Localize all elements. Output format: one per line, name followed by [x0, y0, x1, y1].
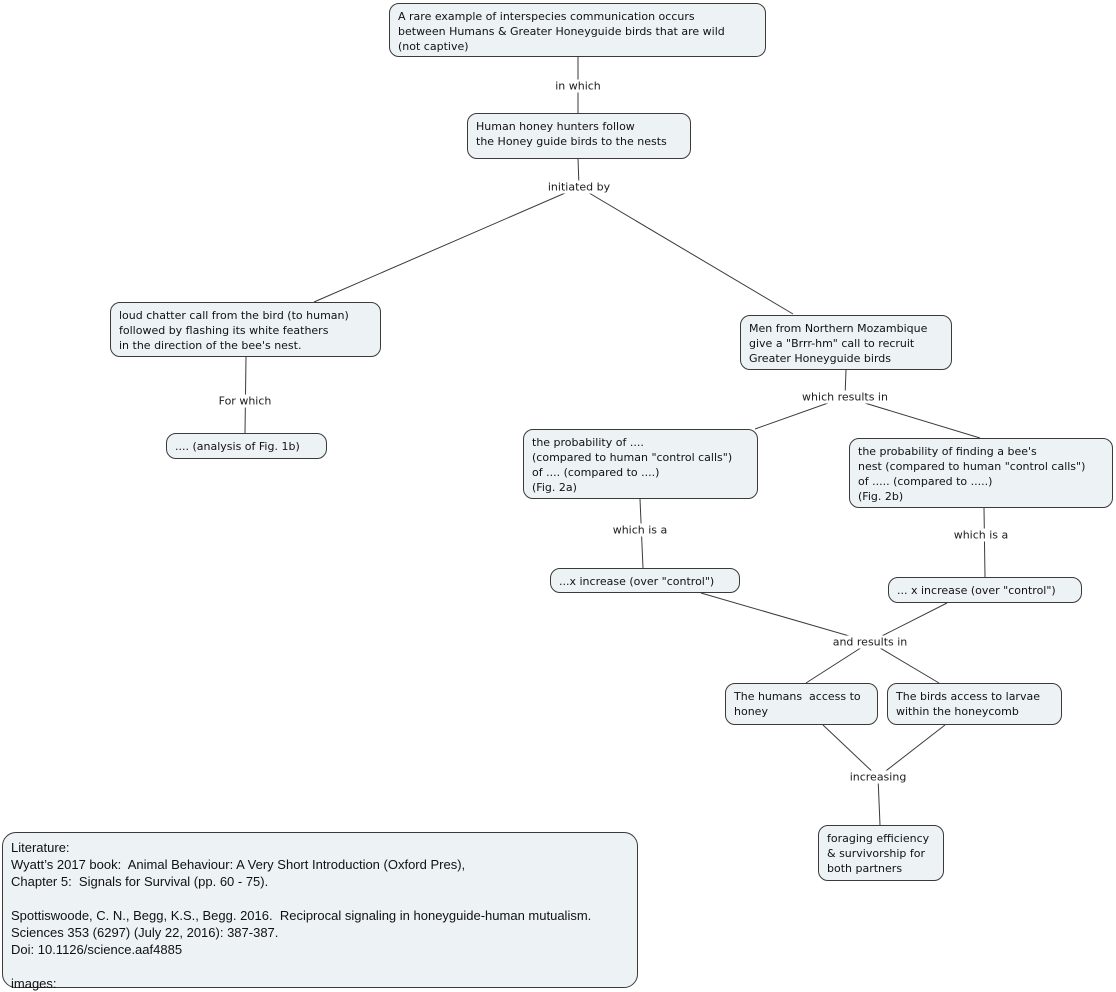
- connector-birds-increasing: [877, 724, 946, 778]
- connector-initiated-men: [578, 186, 794, 315]
- connector-increasing-foraging: [877, 776, 881, 826]
- link-label-increasing[interactable]: increasing: [846, 770, 910, 784]
- link-label-which-results-in[interactable]: which results in: [799, 390, 891, 404]
- node-analysis-fig-1b[interactable]: .... (analysis of Fig. 1b): [166, 433, 327, 459]
- link-label-initiated-by[interactable]: initiated by: [544, 180, 614, 194]
- node-foraging-efficiency[interactable]: foraging efficiency & survivorship for b…: [818, 825, 944, 881]
- literature-references-box[interactable]: Literature: Wyatt’s 2017 book: Animal Be…: [2, 832, 638, 991]
- link-label-which-is-a-left[interactable]: which is a: [609, 523, 671, 537]
- node-x-increase-left[interactable]: ...x increase (over "control"): [550, 568, 740, 593]
- node-birds-access-larvae[interactable]: The birds access to larvae within the ho…: [887, 683, 1062, 725]
- link-label-and-results-in[interactable]: and results in: [829, 635, 911, 649]
- link-label-for-which[interactable]: For which: [215, 394, 275, 408]
- node-x-increase-right[interactable]: ... x increase (over "control"): [888, 577, 1082, 603]
- node-humans-access-honey[interactable]: The humans access to honey: [725, 683, 878, 725]
- connector-humans-increasing: [822, 724, 879, 778]
- node-bird-chatter-call[interactable]: loud chatter call from the bird (to huma…: [110, 302, 381, 357]
- link-label-which-is-a-right[interactable]: which is a: [950, 528, 1012, 542]
- node-probability-fig-2a[interactable]: the probability of .... (compared to hum…: [523, 429, 758, 499]
- node-mozambique-brrr-hm-call[interactable]: Men from Northern Mozambique give a "Brr…: [740, 315, 952, 370]
- connector-fig2b-inc: [983, 507, 986, 578]
- connector-initiated-chatter: [313, 186, 580, 303]
- node-interspecies-communication[interactable]: A rare example of interspecies communica…: [389, 3, 766, 57]
- node-probability-fig-2b[interactable]: the probability of finding a bee's nest …: [849, 438, 1113, 508]
- link-label-in-which[interactable]: in which: [552, 79, 604, 93]
- node-honey-hunters-follow[interactable]: Human honey hunters follow the Honey gui…: [467, 113, 691, 159]
